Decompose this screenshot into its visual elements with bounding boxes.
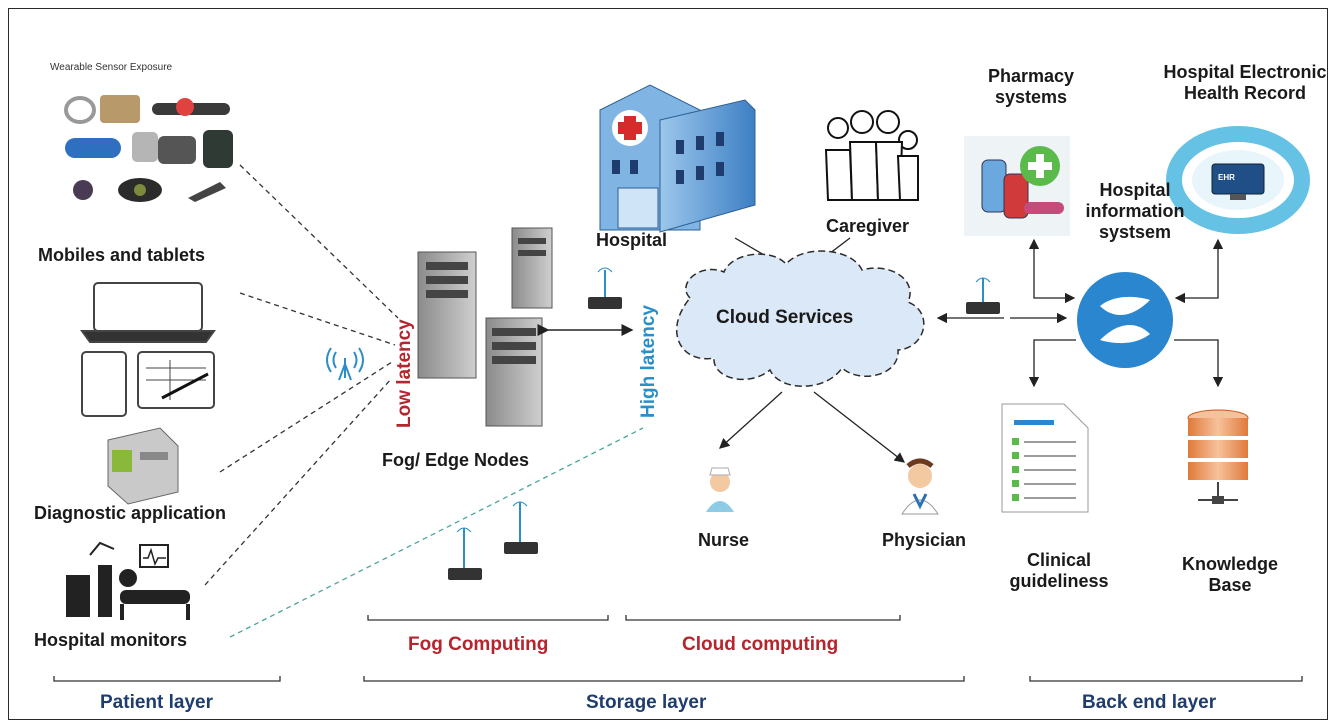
router-icon-3 [504,501,538,554]
caregiver-label: Caregiver [826,216,910,236]
router-icon-4 [966,277,1000,314]
knowledge-base-db-image [1187,409,1249,504]
backend-layer-label: Back end layer [1082,692,1217,713]
low-latency-label: Low latency [394,319,415,428]
knowledge-label: Knowledge Base [1181,554,1278,595]
mobiles-label: Mobiles and tablets [38,245,206,265]
router-icon-2 [448,527,482,580]
cloud-services-shape [676,250,925,387]
ehr-screen-text: EHR [1218,173,1235,182]
cloud-computing-label: Cloud computing [682,634,839,655]
fog-nodes-label: Fog/ Edge Nodes [382,450,530,470]
high-latency-label: High latency [638,305,659,418]
hospital-label: Hospital [596,230,668,250]
pharmacy-label: Pharmacy systems [987,66,1075,107]
diagnostic-label: Diagnostic application [34,503,227,523]
clinical-label: Clinical guideliness [1009,550,1109,591]
mobiles-image [80,282,216,417]
layer-braces [53,615,1303,682]
monitors-label: Hospital monitors [34,630,188,650]
caregiver-image [824,110,919,201]
ehr-label: Hospital Electronic Health Record [1163,62,1327,103]
nurse-label: Nurse [698,530,750,550]
hospital-building-image [599,84,756,233]
router-icon-1 [588,267,622,309]
hospital-monitor-image [66,541,190,620]
clinical-guideline-image [1001,403,1089,513]
patient-layer-label: Patient layer [100,692,213,713]
physician-label: Physician [882,530,967,550]
diagram-frame [8,8,1328,720]
wearable-sensors-image [64,95,233,202]
his-hub-icon [1077,272,1173,368]
his-label: Hospital information systsem [1085,180,1185,242]
fog-server-image [417,227,553,427]
ehr-ring-image [1166,126,1310,234]
cloud-services-label: Cloud Services [716,307,854,328]
nurse-icon [706,467,734,512]
pharmacy-image [964,136,1070,236]
antenna-tower-icon [326,347,364,381]
physician-icon [901,458,939,515]
wearable-caption: Wearable Sensor Exposure [50,62,173,73]
patient-fog-links [204,164,399,586]
diagnostic-device-image [107,427,179,505]
storage-layer-label: Storage layer [586,692,707,713]
fog-computing-label: Fog Computing [408,634,549,655]
